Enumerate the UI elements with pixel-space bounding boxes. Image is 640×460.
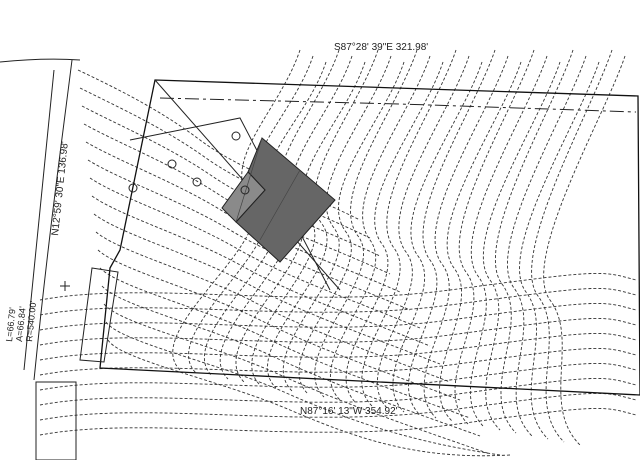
contour-line [83, 123, 391, 275]
contour-line [39, 362, 637, 391]
contour-line [39, 377, 637, 406]
contour-line [172, 49, 301, 371]
contour-line [361, 49, 457, 407]
contour-line [454, 49, 535, 425]
curve-length-label: L=66.79' [4, 307, 18, 343]
contour-line [87, 159, 411, 311]
contour-line [39, 332, 637, 361]
contour-line [345, 61, 444, 404]
contour-line [81, 105, 381, 257]
contour-line [408, 49, 496, 416]
contour-line [469, 55, 548, 428]
contour-line [105, 321, 501, 456]
contour-line [283, 55, 392, 392]
curve-radius-label: R=540.00' [24, 300, 38, 342]
contour-line [79, 87, 371, 239]
contour-line [376, 55, 470, 410]
contour-line [531, 49, 613, 443]
north-bearing-label: S87°28' 39"E 321.98' [334, 42, 428, 53]
contour-line [97, 249, 461, 401]
curve-arc-label: A=66.84' [14, 306, 28, 343]
contour-line [85, 141, 401, 293]
contour-line [107, 339, 511, 457]
contour-line [298, 61, 405, 395]
contour-line [39, 317, 637, 346]
contour-line [314, 49, 418, 398]
south-bearing-label: N87°16' 13"W 354.92' [300, 406, 398, 417]
contour-line [392, 61, 483, 413]
property-boundary [79, 79, 640, 396]
contour-line [39, 302, 637, 331]
contour-line [101, 285, 481, 437]
contour-line [483, 61, 561, 431]
contour-line [188, 55, 314, 374]
contour-line [77, 69, 361, 221]
road-edge [0, 58, 81, 381]
contour-line [99, 267, 471, 419]
building-footprint [221, 137, 336, 263]
contour-line [543, 55, 626, 446]
contour-line [103, 303, 491, 455]
contour-line [423, 55, 509, 419]
contour-line [93, 213, 441, 365]
bottom-left-block [35, 381, 77, 460]
contour-line [39, 272, 637, 301]
contour-line [507, 55, 587, 437]
contour-line [39, 287, 637, 316]
survey-markers [60, 131, 250, 291]
contour-line [95, 231, 451, 383]
contour-line [91, 195, 431, 347]
west-bearing-label: N12°59' 30"E 136.98' [50, 141, 71, 236]
contour-line [267, 49, 379, 389]
contour-line [39, 407, 637, 436]
contour-line [439, 61, 522, 422]
contour-line [519, 61, 600, 440]
contour-line [330, 55, 431, 401]
contour-line [495, 49, 574, 434]
contour-line [89, 177, 421, 329]
contour-line [39, 347, 637, 376]
contour-lines [39, 49, 637, 457]
